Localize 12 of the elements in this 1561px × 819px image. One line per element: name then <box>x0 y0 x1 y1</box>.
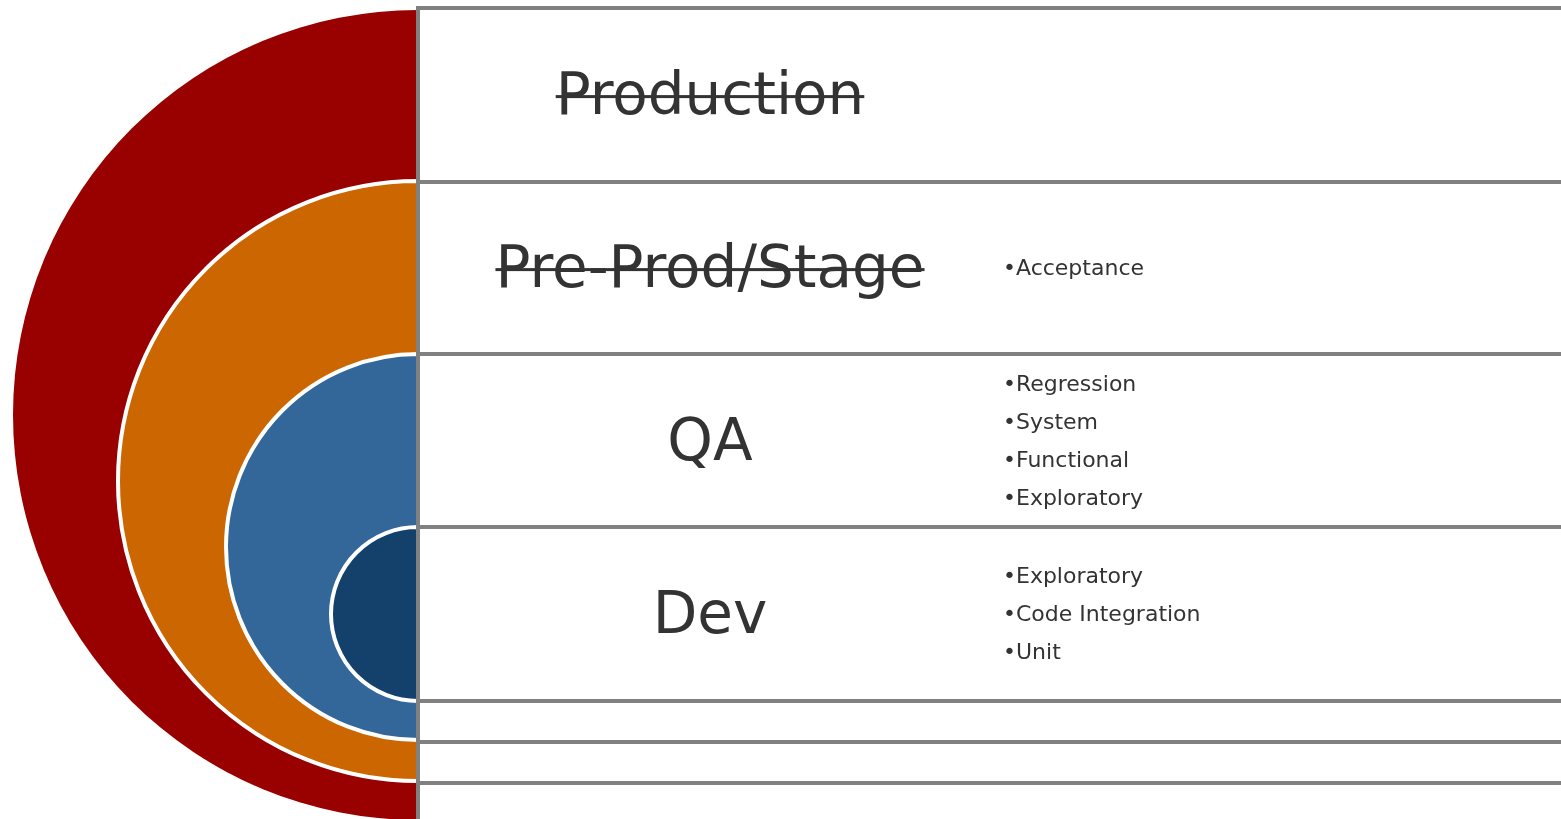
stage-heading: QA <box>666 408 754 473</box>
bullet-item: •Regression <box>1003 369 1137 398</box>
stage-heading: Production <box>554 63 866 127</box>
bullet-item: •Functional <box>1003 445 1130 474</box>
stage-heading: Pre-Prod/Stage <box>494 236 926 300</box>
bullet-item: •System <box>1003 407 1098 436</box>
bullet-item: •Code Integration <box>1003 600 1201 628</box>
bullet-item: •Exploratory <box>1003 483 1144 512</box>
stage-heading: Dev <box>651 582 769 646</box>
bullet-item: •Exploratory <box>1003 562 1144 590</box>
bullet-item: •Unit <box>1003 638 1061 666</box>
bullet-item: •Acceptance <box>1003 254 1144 282</box>
